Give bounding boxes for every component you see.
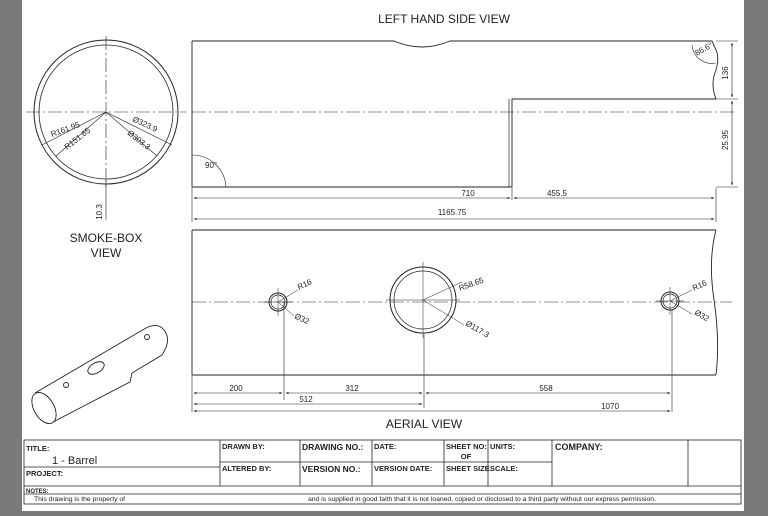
dim-1070: 1070 [601, 402, 619, 411]
dim-136: 136 [721, 66, 730, 80]
technical-drawing: LEFT HAND SIDE VIEW 90° 86.6° 710 455.5 … [23, 12, 742, 505]
notes-label: NOTES: [26, 489, 49, 495]
dim-total-length: 1165.75 [438, 208, 467, 217]
title-value: 1 - Barrel [52, 455, 97, 467]
hole-right [656, 287, 693, 412]
dim-455: 455.5 [547, 189, 568, 198]
aerial-dimension-lines [191, 376, 671, 413]
project-label: PROJECT: [26, 469, 63, 478]
title-label: TITLE: [26, 444, 49, 453]
smoke-d-inner: Ø303.3 [126, 128, 153, 152]
hole-right-radius: R16 [691, 278, 709, 293]
dim-200: 200 [229, 384, 243, 393]
hole-left-diameter: Ø32 [293, 312, 311, 327]
hole-left [264, 288, 299, 400]
smoke-box-label-2: VIEW [91, 246, 122, 260]
smoke-box-label-1: SMOKE-BOX [70, 231, 143, 245]
hole-right-diameter: Ø32 [693, 308, 711, 324]
note-left: This drawing is the property of [34, 496, 125, 503]
title-block-grid [23, 439, 742, 505]
company-label: COMPANY: [555, 442, 603, 452]
date-label: DATE: [374, 442, 396, 451]
side-angle-top: 86.6° [694, 41, 715, 58]
dim-710: 710 [461, 189, 475, 198]
hole-center-diameter: Ø117.3 [464, 319, 491, 340]
version-no-label: VERSION NO.: [302, 464, 361, 474]
sheet-of-label: OF [461, 452, 472, 461]
side-view-outline [191, 40, 737, 188]
version-date-label: VERSION DATE: [374, 464, 432, 473]
side-angle-bottom: 90° [205, 161, 217, 170]
dim-512: 512 [299, 395, 313, 404]
hole-left-radius: R16 [296, 277, 314, 292]
note-right: and is supplied in good faith that it is… [308, 496, 656, 503]
barrel-isometric-sketch [31, 325, 168, 424]
hole-center-radius: R58.65 [458, 275, 486, 292]
smoke-wall: 10.3 [95, 204, 104, 220]
dim-25-95: 25.95 [721, 129, 730, 150]
dim-558: 558 [539, 384, 553, 393]
aerial-view-outline [191, 229, 732, 376]
smoke-box-view [26, 36, 186, 220]
drawing-no-label: DRAWING NO.: [302, 442, 364, 452]
sheet-no-label: SHEET NO: [446, 442, 487, 451]
hole-center [386, 262, 465, 408]
left-hand-side-view-label: LEFT HAND SIDE VIEW [378, 12, 510, 26]
sheet-size-label: SHEET SIZE: [446, 464, 492, 473]
scale-label: SCALE: [490, 464, 518, 473]
drawing-sheet: LEFT HAND SIDE VIEW 90° 86.6° 710 455.5 … [22, 0, 744, 511]
aerial-view-label: AERIAL VIEW [386, 417, 463, 431]
side-dimension-lines [191, 40, 738, 222]
units-label: UNITS: [490, 442, 515, 451]
drawn-by-label: DRAWN BY: [222, 442, 265, 451]
altered-by-label: ALTERED BY: [222, 464, 271, 473]
dim-312: 312 [345, 384, 359, 393]
